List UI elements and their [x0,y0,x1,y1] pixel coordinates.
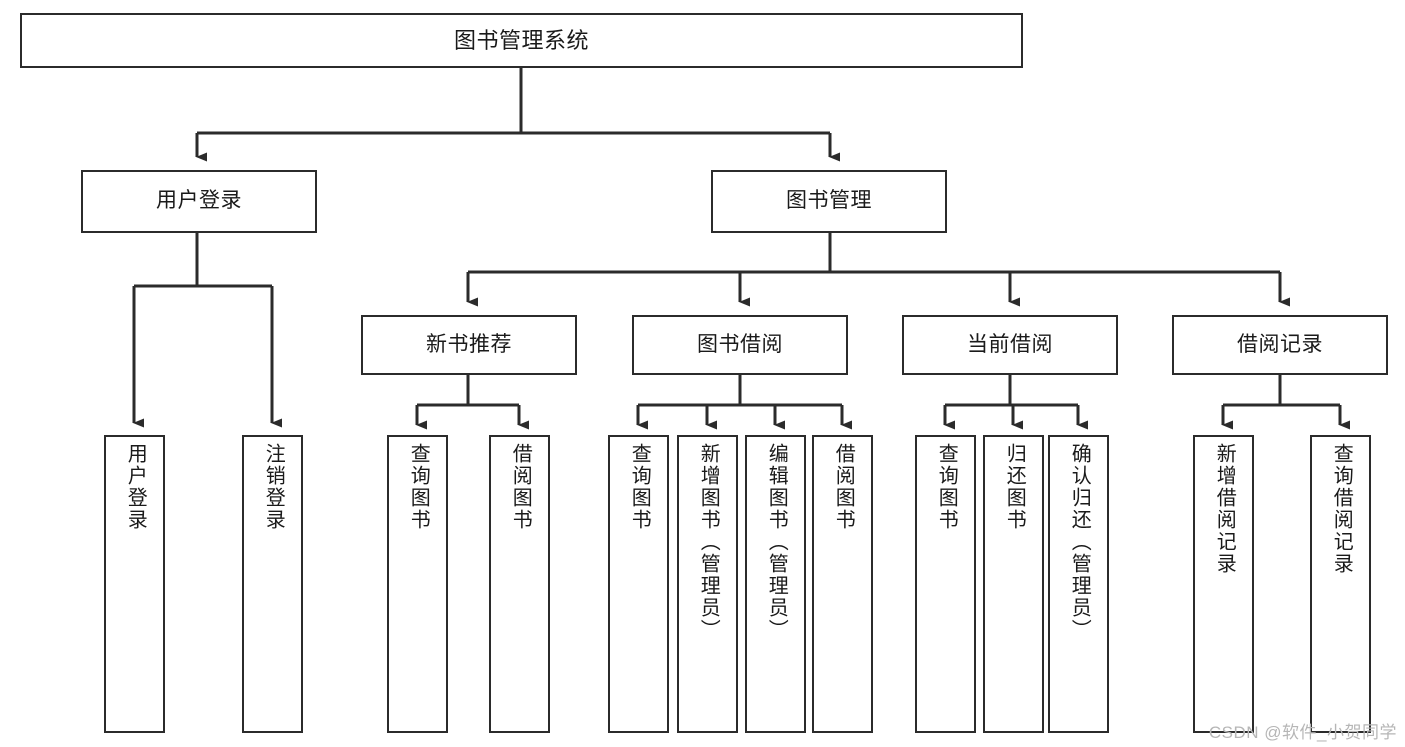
node-leaf-rec-add-record-label: 新增借阅记录 [1213,443,1236,575]
watermark: CSDN @软件_小贺同学 [1208,723,1397,742]
node-leaf-borrow-add-book[interactable]: 新增图书（管理员） [677,435,738,733]
node-leaf-borrow-borrow-book[interactable]: 借阅图书 [812,435,873,733]
node-leaf-cur-return-book-label: 归还图书 [1003,443,1026,531]
node-leaf-borrow-edit-book-label: 编辑图书（管理员） [765,443,788,641]
node-leaf-cur-query-book[interactable]: 查询图书 [915,435,976,733]
node-leaf-rec-query-book-label: 查询图书 [407,443,430,531]
node-book-borrow[interactable]: 图书借阅 [632,315,848,375]
node-leaf-rec-borrow-book-label: 借阅图书 [509,443,532,531]
node-borrow-record-label: 借阅记录 [1237,332,1323,356]
node-leaf-user-login[interactable]: 用户登录 [104,435,165,733]
node-leaf-cur-confirm-return[interactable]: 确认归还（管理员） [1048,435,1109,733]
node-current-borrow-label: 当前借阅 [967,332,1053,356]
node-leaf-borrow-edit-book[interactable]: 编辑图书（管理员） [745,435,806,733]
node-book-manage[interactable]: 图书管理 [711,170,947,233]
node-leaf-borrow-add-book-label: 新增图书（管理员） [697,443,720,641]
node-leaf-user-login-label: 用户登录 [124,443,147,531]
node-leaf-cur-confirm-return-label: 确认归还（管理员） [1068,443,1091,641]
node-leaf-user-logout-label: 注销登录 [262,443,285,531]
node-leaf-borrow-query-book[interactable]: 查询图书 [608,435,669,733]
node-user-login-label: 用户登录 [156,189,242,213]
node-book-manage-label: 图书管理 [786,189,872,213]
node-leaf-rec-query-book[interactable]: 查询图书 [387,435,448,733]
node-leaf-borrow-query-book-label: 查询图书 [628,443,651,531]
node-root[interactable]: 图书管理系统 [20,13,1023,68]
node-new-book-recommend-label: 新书推荐 [426,332,512,356]
node-leaf-rec-add-record[interactable]: 新增借阅记录 [1193,435,1254,733]
node-current-borrow[interactable]: 当前借阅 [902,315,1118,375]
node-borrow-record[interactable]: 借阅记录 [1172,315,1388,375]
node-new-book-recommend[interactable]: 新书推荐 [361,315,577,375]
node-leaf-borrow-borrow-book-label: 借阅图书 [832,443,855,531]
node-root-label: 图书管理系统 [453,27,589,53]
node-user-login[interactable]: 用户登录 [81,170,317,233]
node-book-borrow-label: 图书借阅 [697,332,783,356]
node-leaf-rec-query-record-label: 查询借阅记录 [1330,443,1353,575]
node-leaf-rec-borrow-book[interactable]: 借阅图书 [489,435,550,733]
node-leaf-cur-return-book[interactable]: 归还图书 [983,435,1044,733]
node-leaf-user-logout[interactable]: 注销登录 [242,435,303,733]
node-leaf-rec-query-record[interactable]: 查询借阅记录 [1310,435,1371,733]
node-leaf-cur-query-book-label: 查询图书 [935,443,958,531]
